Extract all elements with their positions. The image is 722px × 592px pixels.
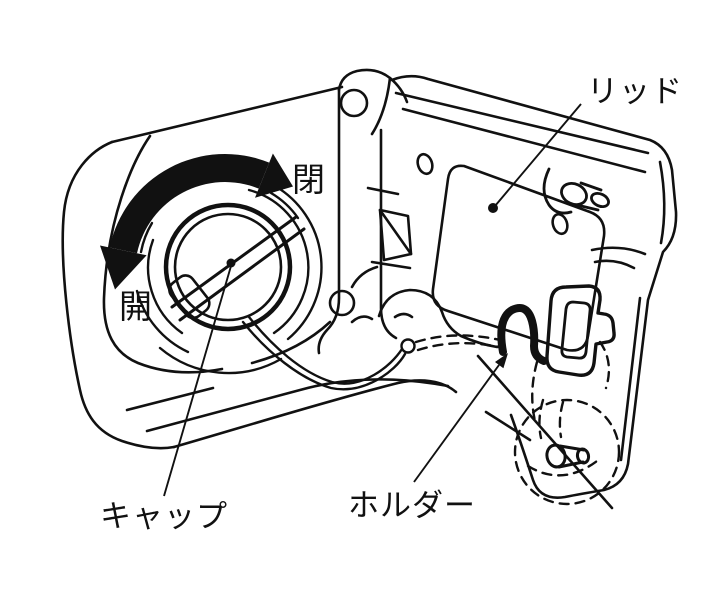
hinge-hole-top xyxy=(339,88,369,118)
panel-bottom-edge xyxy=(172,379,458,449)
rotation-arrow-band xyxy=(109,154,270,254)
strap-hidden-right xyxy=(598,340,611,390)
label-holder: ホルダー xyxy=(348,488,476,523)
lid-seal-groove xyxy=(431,164,606,352)
ring-80-right xyxy=(247,188,310,335)
panel-fold-line-2 xyxy=(145,378,450,433)
cap-leader-line xyxy=(163,265,232,497)
lid-inner-right-lower xyxy=(619,296,642,462)
latch-receiver xyxy=(545,284,616,377)
boss-inner-dash-3 xyxy=(526,459,599,477)
panel-fold-line-1 xyxy=(125,386,215,412)
striker-pin-top xyxy=(579,181,603,192)
ring-88-upper-left xyxy=(139,221,154,254)
label-cap: キャップ xyxy=(100,499,228,534)
tether-cord xyxy=(241,315,416,391)
recess-contour xyxy=(102,134,224,374)
cord-hidden-lower xyxy=(416,341,501,352)
latch-foot-curve xyxy=(350,265,379,289)
boss-inner-dash-2 xyxy=(558,400,565,439)
lid-panel xyxy=(390,74,678,510)
boss-pin-bottom xyxy=(557,460,585,469)
ring-94-left xyxy=(135,289,190,354)
hinge-arm-curve xyxy=(370,76,392,136)
lid-detail-curve-1 xyxy=(590,246,647,256)
panel-top-edge xyxy=(110,85,344,144)
ring-106-bottom xyxy=(158,346,283,375)
label-open: 開 xyxy=(119,288,152,325)
lid-edge-thickness xyxy=(394,91,650,155)
lid-hole-left xyxy=(416,152,434,176)
striker-bracket-curve xyxy=(542,167,573,215)
open-arrowhead-icon xyxy=(100,245,147,290)
holder-arrowhead-icon xyxy=(495,353,508,369)
recess-tick-1 xyxy=(350,315,374,324)
striker-pin-bottom xyxy=(575,203,600,212)
holder-hook xyxy=(497,304,548,365)
latch-receiver-outline xyxy=(545,284,616,377)
hinge-bracket xyxy=(317,68,413,355)
strap-hidden-left xyxy=(531,360,539,427)
lid-lower-left-edge-inner xyxy=(484,410,532,442)
boss-pin xyxy=(545,443,591,469)
fuel-cap xyxy=(163,202,306,332)
cord-line-upper xyxy=(247,315,404,385)
cap-outer-rim xyxy=(163,202,293,332)
cord-hidden-upper xyxy=(414,334,502,344)
holder-arrow-line xyxy=(413,364,500,483)
latch-wedge-diagonal xyxy=(378,208,413,256)
boss-pin-end xyxy=(575,447,591,465)
lid-outer-outline xyxy=(390,74,678,499)
flange-hole-lower xyxy=(328,289,356,317)
lid-detail-curve-2 xyxy=(593,259,636,270)
lid-lower-left-edge xyxy=(476,354,614,510)
striker-pin xyxy=(542,167,610,215)
hidden-detail-dashed xyxy=(414,334,621,506)
cap-leader-dot xyxy=(226,258,236,268)
cord-eyelet-ring xyxy=(400,338,416,354)
recess-contour-right xyxy=(250,320,332,365)
filler-pipe-hump xyxy=(377,288,499,349)
cap-inner-rim xyxy=(173,212,283,322)
boss-inner-dash-1 xyxy=(538,398,545,440)
hidden-boss-circle xyxy=(513,398,621,506)
striker-pin-end xyxy=(590,191,610,209)
flange-line-left xyxy=(317,86,341,355)
panel-outline-left xyxy=(61,140,176,450)
lid-inner-right-upper xyxy=(658,160,666,245)
ring-80-left xyxy=(146,238,184,335)
hinge-top-plate xyxy=(337,68,409,104)
lid-leader-line xyxy=(494,103,582,207)
close-arrowhead-icon xyxy=(255,153,293,198)
lid-stamped-ridge xyxy=(401,107,647,174)
rotation-arrow-icon xyxy=(100,153,293,290)
lid-leader-dot xyxy=(488,203,498,213)
latch-shelf xyxy=(366,186,400,196)
label-lid: リッド xyxy=(587,74,683,109)
label-close: 閉 xyxy=(292,161,325,198)
cap-handle-bottom xyxy=(178,227,306,322)
cap-handle-grip xyxy=(168,274,211,320)
latch-receiver-hole xyxy=(560,300,592,360)
lid-hole-right xyxy=(551,212,569,236)
leader-lines xyxy=(163,103,582,497)
recess-tick-2 xyxy=(393,312,414,319)
cord-line-lower xyxy=(241,320,407,391)
striker-pin-cap xyxy=(560,182,588,206)
ring-94-right xyxy=(273,184,323,341)
flange-line-right xyxy=(379,128,398,340)
latch-base xyxy=(370,260,412,270)
